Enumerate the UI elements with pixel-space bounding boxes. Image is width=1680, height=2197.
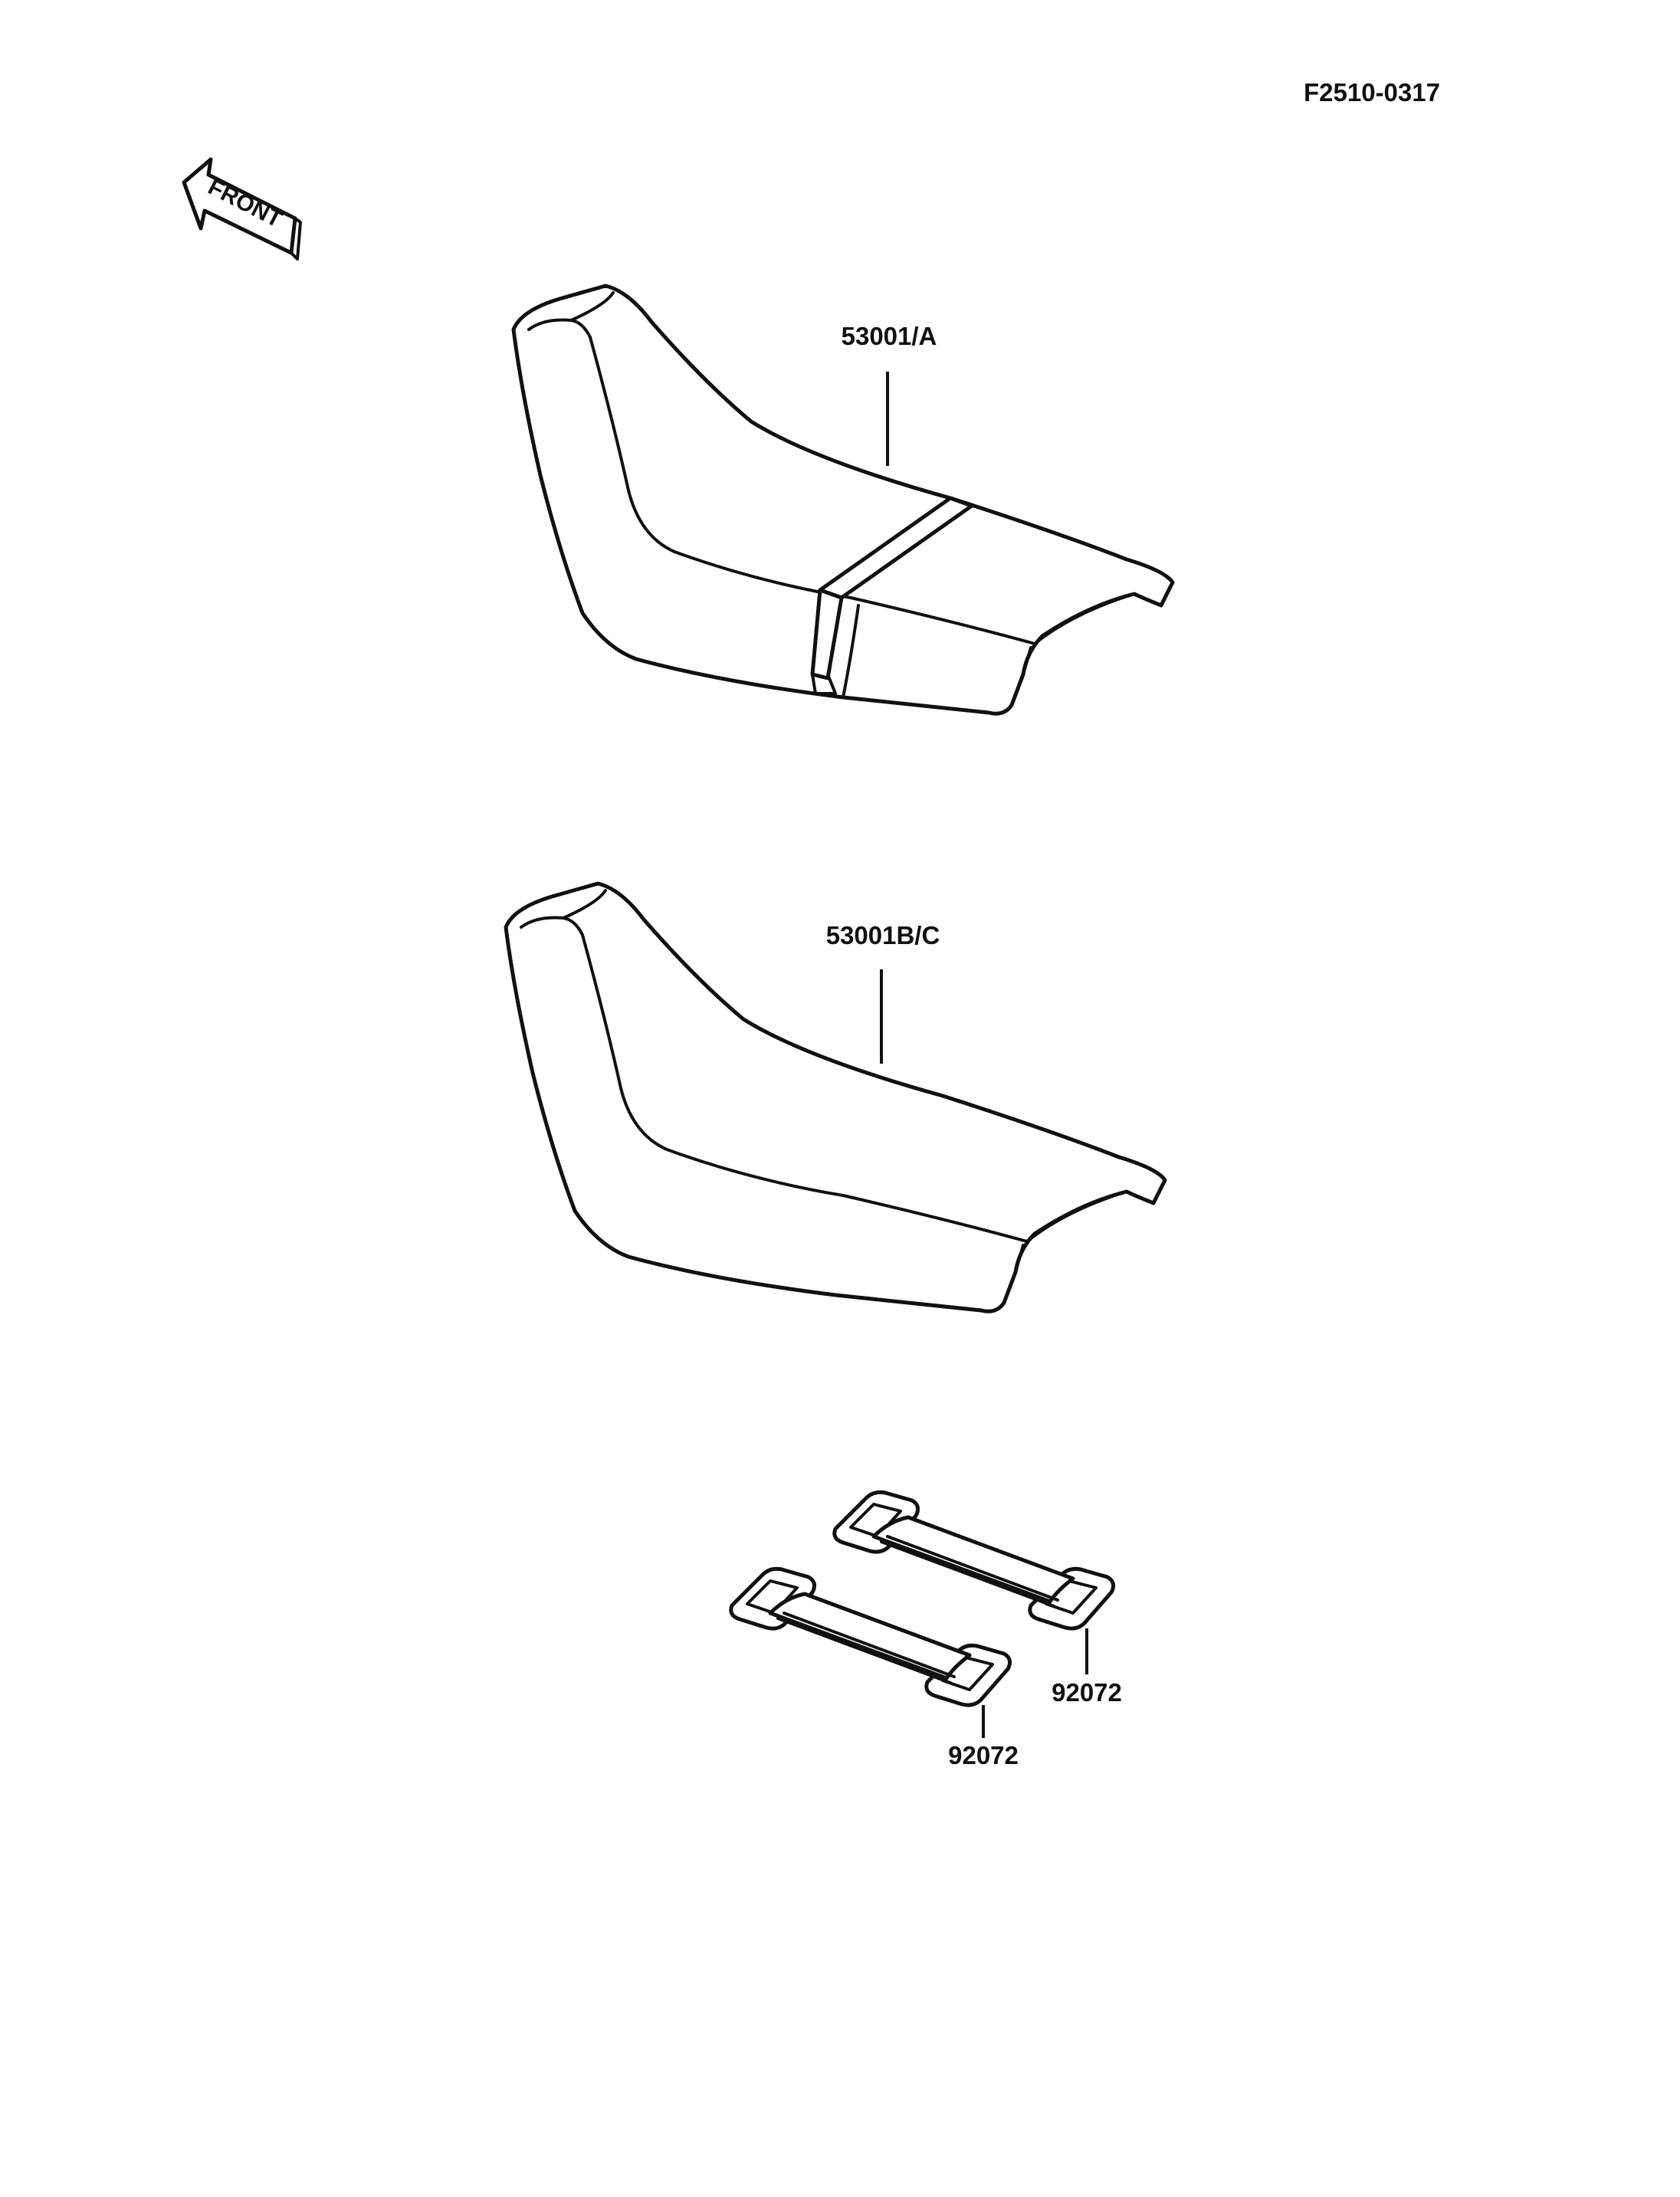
front-direction-arrow-icon: FRONT xyxy=(182,157,302,261)
part-label-92072-lower: 92072 xyxy=(948,1741,1019,1769)
part-label-53001bc: 53001B/C xyxy=(826,921,940,949)
diagram-code: F2510-0317 xyxy=(1304,78,1440,107)
seat-strap-icon xyxy=(832,1490,1116,1631)
seat-strap-icon xyxy=(729,1566,1012,1707)
part-label-53001a: 53001/A xyxy=(842,322,937,350)
seat-with-strap-icon xyxy=(511,284,1175,716)
seat-icon xyxy=(504,881,1167,1313)
part-label-92072-upper: 92072 xyxy=(1052,1678,1122,1707)
